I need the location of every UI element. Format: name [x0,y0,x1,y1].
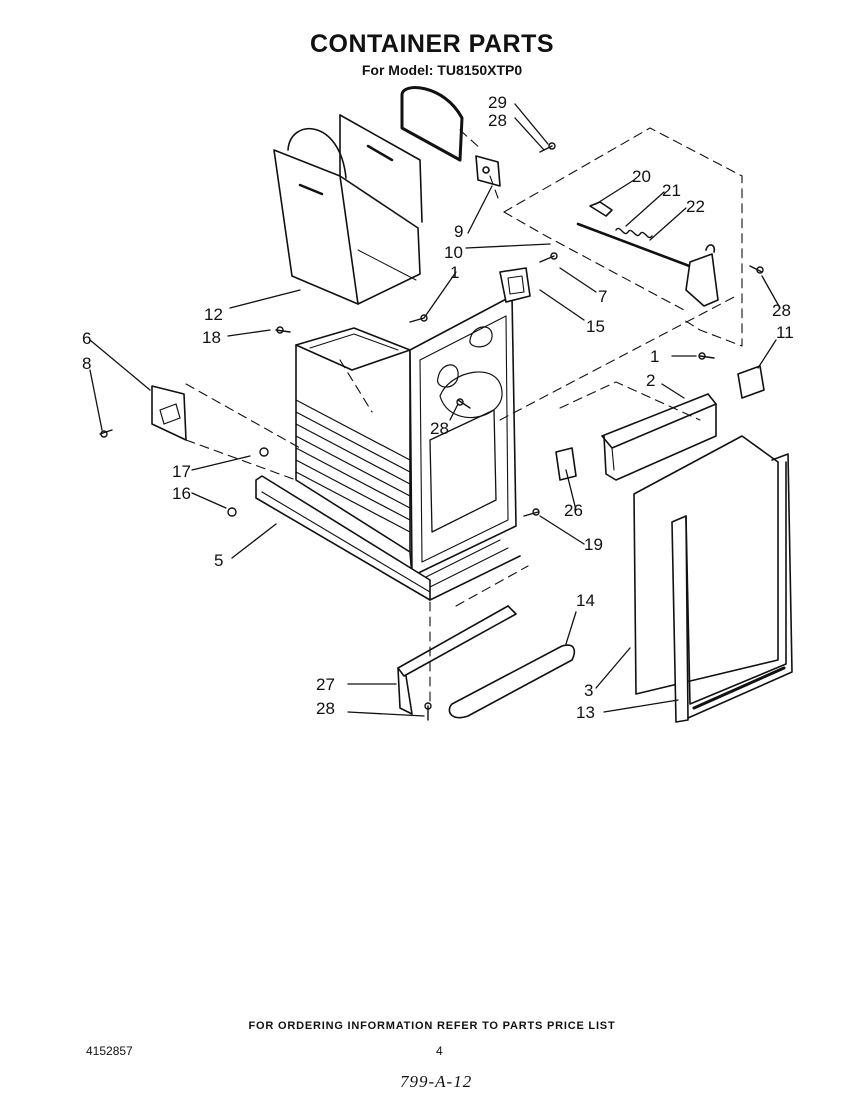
callout-15: 15 [586,317,605,336]
door-panel-assembly [633,435,793,723]
callout-6: 6 [82,329,91,348]
callout-19: 19 [584,535,603,554]
callout-10: 10 [444,243,463,262]
callout-9: 9 [454,222,463,241]
callout-28-right: 28 [772,301,791,320]
container-bag-liner [273,114,423,305]
page-number: 4 [436,1044,443,1058]
linkage-rod-assembly [576,201,719,307]
callout-17: 17 [172,462,191,481]
model-subtitle: For Model: TU8150XTP0 [361,62,523,78]
bottom-trim-parts [397,605,576,719]
callout-21: 21 [662,181,681,200]
alignment-dash-lines [185,127,743,706]
callout-1-upper: 1 [450,263,459,282]
callout-numbers: 29 28 20 21 22 9 10 1 7 15 12 18 6 8 1 1… [82,93,794,722]
callout-12: 12 [204,305,223,324]
callout-5: 5 [214,551,223,570]
container-frame [295,295,521,601]
callout-7: 7 [598,287,607,306]
callout-28-top: 28 [488,111,507,130]
lid-seal-gasket [400,86,464,162]
callout-16: 16 [172,484,191,503]
callout-20: 20 [632,167,651,186]
callout-28-mid: 28 [430,419,449,438]
callout-29: 29 [488,93,507,112]
callout-28-bottom: 28 [316,699,335,718]
handwritten-code: 799-A-12 [400,1072,473,1091]
callout-8: 8 [82,354,91,373]
callout-26: 26 [564,501,583,520]
latch-and-clip [555,365,765,481]
callout-22: 22 [686,197,705,216]
callout-1-right: 1 [650,347,659,366]
callout-leader-lines [89,103,781,717]
callout-27: 27 [316,675,335,694]
screw-fasteners [99,142,764,721]
callout-18: 18 [202,328,221,347]
lid-mounting-bracket [475,155,501,187]
callout-14: 14 [576,591,595,610]
callout-3: 3 [584,681,593,700]
callout-13: 13 [576,703,595,722]
callout-11: 11 [776,323,794,342]
front-bottom-rail [255,475,431,601]
ordering-info-note: FOR ORDERING INFORMATION REFER TO PARTS … [248,1020,616,1032]
callout-2: 2 [646,371,655,390]
side-bracket [151,385,187,441]
hinge-bracket [499,267,531,303]
page-title: CONTAINER PARTS [309,30,555,58]
document-number: 4152857 [86,1044,133,1058]
